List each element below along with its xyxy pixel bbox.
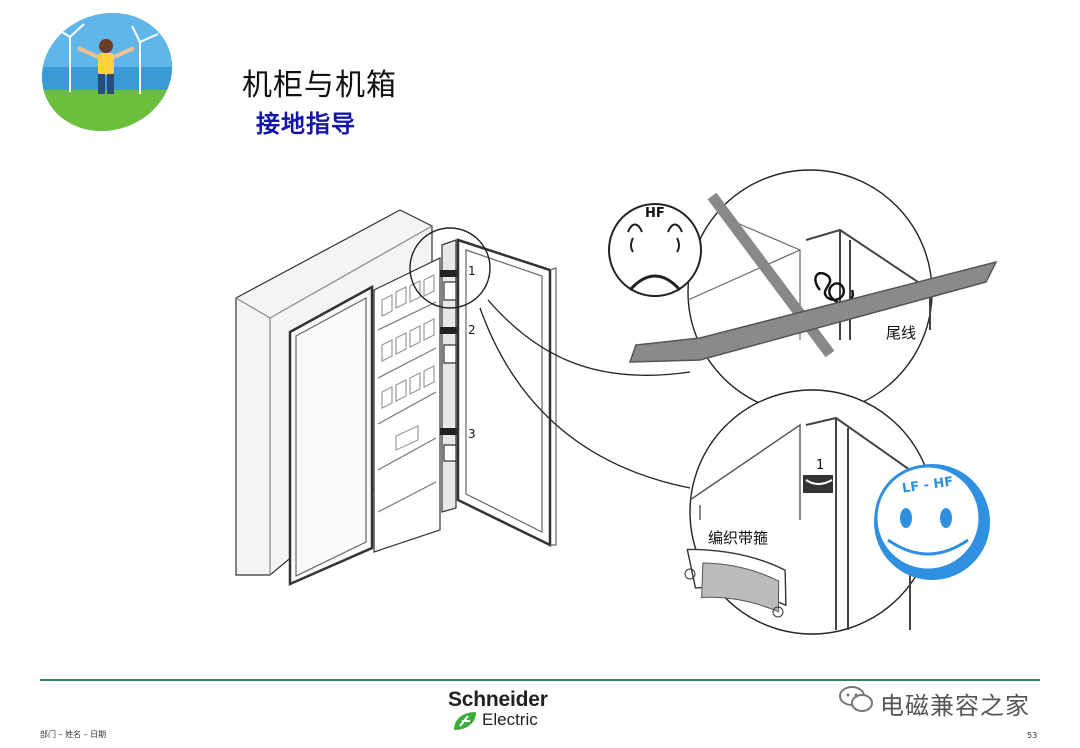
hinge-label-1: 1: [468, 264, 476, 278]
slide-subtitle: 接地指导: [256, 110, 356, 138]
slide-title: 机柜与机箱: [242, 68, 397, 103]
schneider-logo-icon: [454, 712, 476, 730]
bad-badge-label: HF: [645, 206, 665, 221]
brand-line-1: Schneider: [448, 688, 548, 711]
watermark-text: 电磁兼容之家: [880, 692, 1030, 720]
wechat-icon: [839, 686, 873, 712]
braid-strap-part: [684, 548, 787, 618]
strap-number-label: 1: [816, 458, 825, 473]
big-cross-mark: [628, 192, 998, 363]
hinge-label-2: 2: [468, 323, 476, 337]
tail-wire-label: 尾线: [886, 324, 917, 342]
page-number: 53: [1027, 731, 1038, 740]
hinge-label-3: 3: [468, 427, 476, 441]
brand-line-2: Electric: [482, 710, 538, 729]
footer-meta: 部门 – 姓名 – 日期: [40, 730, 107, 739]
cabinet-left-door: [288, 284, 374, 586]
sad-face-icon: [608, 203, 702, 297]
windmill-photo-badge: [40, 12, 175, 132]
cabinet-right-door: [456, 238, 552, 548]
schneider-logo: Schneider Electric: [448, 688, 548, 732]
grounding-illustration: [235, 169, 998, 635]
footer-rule: [40, 679, 1040, 681]
braid-strap-label: 编织带箍: [708, 529, 769, 547]
smiley-face-icon: [874, 464, 990, 580]
